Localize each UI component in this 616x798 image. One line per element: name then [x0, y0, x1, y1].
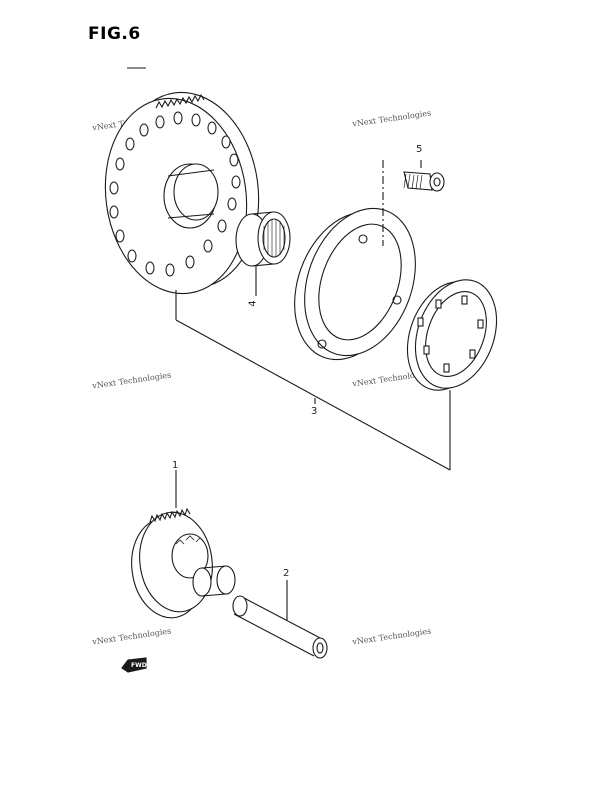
fwd-badge-label: FWD: [131, 662, 147, 669]
figure-title: FIG.6: [88, 24, 141, 44]
clutch-ring: [294, 207, 416, 361]
callout-4: 4: [247, 300, 259, 307]
needle-bearing: [235, 211, 291, 267]
callout-2: 2: [283, 568, 290, 579]
assembly-bracket: [175, 290, 451, 471]
shaft: [232, 580, 328, 659]
callout-1: 1: [172, 460, 179, 471]
callout-3: 3: [311, 406, 318, 417]
fwd-arrow-icon: [121, 657, 147, 673]
idle-gear: [131, 470, 236, 619]
one-way-clutch: [406, 279, 498, 391]
large-gear: [104, 91, 260, 295]
callout-5: 5: [416, 144, 423, 155]
bolt: [403, 160, 445, 192]
